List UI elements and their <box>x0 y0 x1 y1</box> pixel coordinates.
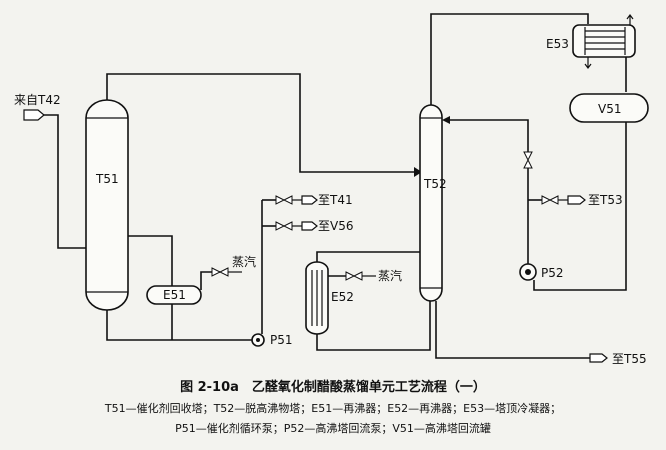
figure-title: 图 2-10a 乙醛氧化制醋酸蒸馏单元工艺流程（一） <box>180 380 486 395</box>
to-v56-label: 至V56 <box>318 219 353 233</box>
p51-pump-center <box>256 338 260 342</box>
valve-v56 <box>275 221 293 231</box>
e53-label: E53 <box>546 37 569 51</box>
reflux-valve <box>523 151 533 169</box>
to-t55-label: 至T55 <box>612 352 647 366</box>
to-t53-label: 至T53 <box>588 193 623 207</box>
steam-label-2: 蒸汽 <box>378 268 402 283</box>
steam-line-e51 <box>200 271 220 290</box>
feed-line-t42 <box>40 114 86 249</box>
e52-liquid-feed <box>316 300 431 351</box>
steam-label-1: 蒸汽 <box>232 254 256 269</box>
valve-t53 <box>541 195 559 205</box>
e53-cw-in <box>584 57 592 69</box>
to-t41-label: 至T41 <box>318 193 353 207</box>
valve-t41 <box>275 195 293 205</box>
steam-valve-1 <box>211 267 229 277</box>
legend-line-2: P51—催化剂循环泵；P52—高沸塔回流泵；V51—高沸塔回流罐 <box>175 422 491 435</box>
p52-pump-center <box>525 269 531 275</box>
e52-label: E52 <box>331 290 354 304</box>
arrow-to-v56 <box>301 221 318 231</box>
t51-column <box>85 99 129 311</box>
feed-arrow-t42 <box>23 109 45 121</box>
reflux-arrowhead <box>442 116 450 124</box>
e53-cw-out <box>626 14 634 25</box>
t52-feed-arrowhead <box>414 167 422 177</box>
e51-label: E51 <box>163 288 186 302</box>
arrow-to-t55 <box>589 353 608 363</box>
steam-valve-2 <box>345 271 363 281</box>
p52-label: P52 <box>541 266 564 280</box>
v51-outlet-line <box>533 122 627 291</box>
p51-label: P51 <box>270 333 293 347</box>
legend-line-1: T51—催化剂回收塔；T52—脱高沸物塔；E51—再沸器；E52—再沸器；E53… <box>104 402 562 415</box>
arrow-to-t53 <box>567 195 586 205</box>
t52-overhead-line <box>430 13 589 105</box>
e51-reboiler <box>146 285 202 305</box>
e53-condenser <box>572 24 636 58</box>
t52-column <box>419 104 443 302</box>
t52-label: T52 <box>423 177 447 191</box>
reflux-line-to-t52 <box>444 119 529 152</box>
arrow-to-t41 <box>301 195 318 205</box>
e52-vapor-return <box>316 251 420 262</box>
v51-drum <box>569 93 649 123</box>
e51-vapor-return <box>128 235 173 286</box>
from-t42-label: 来自T42 <box>14 93 61 107</box>
t51-label: T51 <box>95 172 119 186</box>
t51-overhead-line <box>106 73 420 173</box>
t51-bottom-line <box>106 310 252 341</box>
v51-label: V51 <box>598 102 621 116</box>
t52-bottoms-line <box>435 301 590 359</box>
